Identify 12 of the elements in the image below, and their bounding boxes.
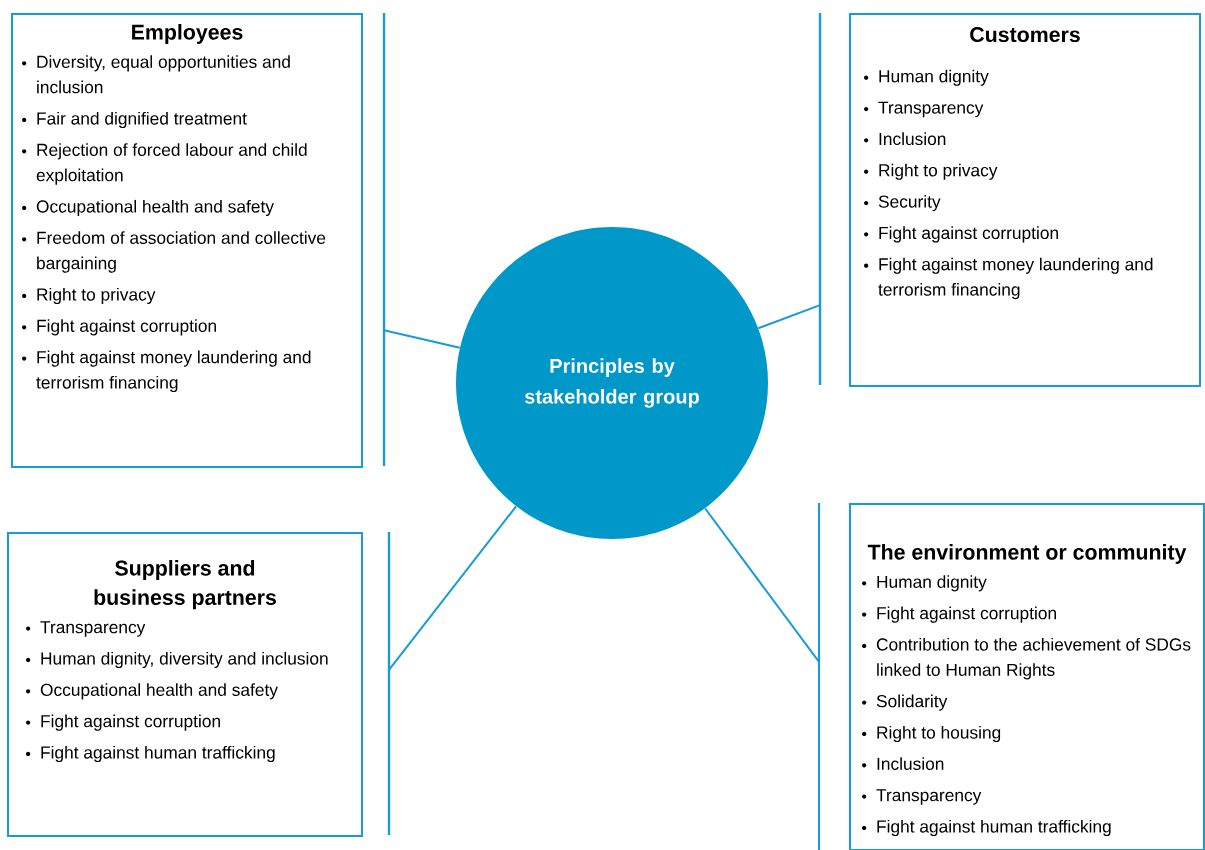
stakeholder-box: The environment or community Human dignity Fight against corruption Contribution to the achievement of SDGs linked to Human Rights Solidarity Right to housing Inclusion Transparency Fight against human trafficking	[849, 503, 1205, 850]
connector-line	[383, 329, 461, 349]
vertical-bar	[382, 13, 386, 466]
connector-line	[388, 505, 518, 671]
connector-line	[704, 507, 820, 663]
vertical-bar	[818, 13, 822, 385]
connector-line	[757, 304, 821, 330]
vertical-bar	[387, 532, 391, 835]
stakeholder-box: Customers Human dignity Transparency Inclusion Right to privacy Security Fight against corruption Fight against money laundering and terrorism financing	[849, 13, 1201, 387]
stakeholder-box: Suppliers and business partners Transparency Human dignity, diversity and inclusion Occupational health and safety Fight against corruption Fight against human trafficking	[7, 532, 363, 837]
vertical-bar	[817, 503, 821, 850]
stakeholder-box: Employees Diversity, equal opportunities and inclusion Fair and dignified treatment Rejection of forced labour and child exploitation Occupational health and safety Freedom of association and collective bargaining Right to privacy Fight against corruption Fight against money laundering and terrorism financing	[11, 13, 363, 468]
